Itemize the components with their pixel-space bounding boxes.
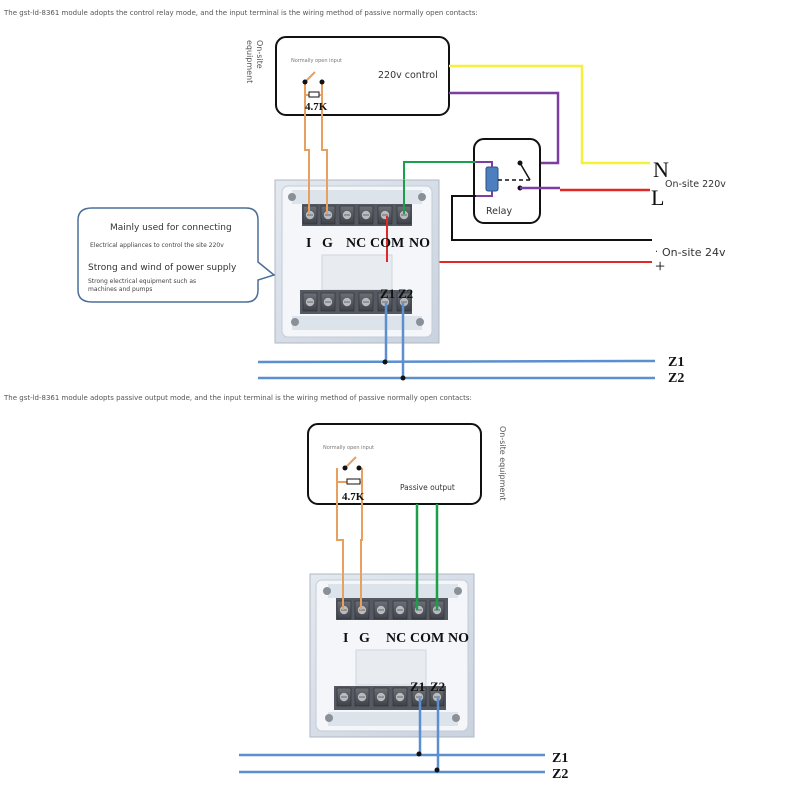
minus-label: · xyxy=(655,247,658,258)
bottom-z2-label: Z2 xyxy=(552,767,568,782)
svg-text:G: G xyxy=(359,631,370,646)
svg-text:I: I xyxy=(306,236,311,251)
top-switch-label: Normally open input xyxy=(291,58,342,64)
bottom-z1-junction xyxy=(416,751,422,757)
top-z2-junction xyxy=(400,375,406,381)
top-caption: The gst-ld-8361 module adopts the contro… xyxy=(3,9,478,17)
top-z1-label: Z1 xyxy=(668,355,684,370)
svg-text:Z2: Z2 xyxy=(398,286,413,301)
bottom-switch-contact-1 xyxy=(342,465,348,471)
top-24v-minus-wire xyxy=(451,195,652,241)
bottom-output-label: Passive output xyxy=(400,483,455,492)
top-resistor-label: 4.7K xyxy=(305,101,328,113)
plus-label: + xyxy=(655,256,665,276)
relay-coil-icon xyxy=(485,166,499,192)
top-module xyxy=(274,179,440,344)
top-terminal-labels: I G NC COM NO Z1 Z2 xyxy=(306,236,430,301)
svg-text:NC: NC xyxy=(346,236,366,251)
callout-title: Mainly used for connecting xyxy=(110,223,232,233)
bottom-output-wires xyxy=(415,504,439,610)
bottom-caption: The gst-ld-8361 module adopts passive ou… xyxy=(3,394,472,402)
callout-subtitle-2b: machines and pumps xyxy=(88,286,152,293)
top-z2-label: Z2 xyxy=(668,371,684,386)
bottom-device-box xyxy=(307,423,482,505)
l-label: L xyxy=(651,185,664,210)
top-control-label: 220v control xyxy=(378,70,438,81)
relay-label: Relay xyxy=(486,206,512,217)
relay-switch-icon xyxy=(519,162,531,181)
svg-text:NO: NO xyxy=(448,631,469,646)
relay-box xyxy=(473,138,541,224)
callout-title-2: Strong and wind of power supply xyxy=(88,263,237,273)
top-bus-wires xyxy=(257,303,656,380)
svg-text:COM: COM xyxy=(370,236,404,251)
top-resistor-icon xyxy=(308,91,320,98)
svg-text:NC: NC xyxy=(386,631,406,646)
bottom-bus-wires xyxy=(239,698,545,774)
top-switch-contact-1 xyxy=(302,79,308,85)
svg-text:Z1: Z1 xyxy=(380,286,395,301)
callout-subtitle-2a: Strong electrical equipment such as xyxy=(88,278,196,285)
callout-bubble xyxy=(77,207,276,303)
bottom-equipment-label: On-site equipment xyxy=(498,426,507,501)
bottom-module xyxy=(309,573,475,738)
svg-text:G: G xyxy=(322,236,333,251)
callout-subtitle: Electrical appliances to control the sit… xyxy=(90,242,224,249)
on-site-220v-label: On-site 220v xyxy=(665,179,726,190)
bottom-resistor-icon xyxy=(346,478,361,485)
svg-text:COM: COM xyxy=(410,631,444,646)
bottom-terminal-labels: I G NC COM NO Z1 Z2 xyxy=(343,631,469,694)
bottom-resistor-label: 4.7K xyxy=(342,491,365,503)
top-z1-junction xyxy=(382,359,388,365)
top-equipment-label: On-site equipment xyxy=(245,40,264,83)
top-switch-contact-2 xyxy=(319,79,325,85)
on-site-24v-label: On-site 24v xyxy=(662,246,726,259)
svg-text:On-site: On-site xyxy=(255,40,264,69)
svg-text:equipment: equipment xyxy=(245,40,254,83)
svg-text:Z2: Z2 xyxy=(430,679,445,694)
svg-text:Z1: Z1 xyxy=(410,679,425,694)
bottom-z2-junction xyxy=(434,767,440,773)
svg-text:I: I xyxy=(343,631,348,646)
n-label: N xyxy=(653,157,669,182)
bottom-z1-label: Z1 xyxy=(552,751,568,766)
top-neutral-wire xyxy=(449,64,650,165)
bottom-switch-label: Normally open input xyxy=(323,445,374,451)
svg-text:NO: NO xyxy=(409,236,430,251)
bottom-switch-contact-2 xyxy=(356,465,362,471)
